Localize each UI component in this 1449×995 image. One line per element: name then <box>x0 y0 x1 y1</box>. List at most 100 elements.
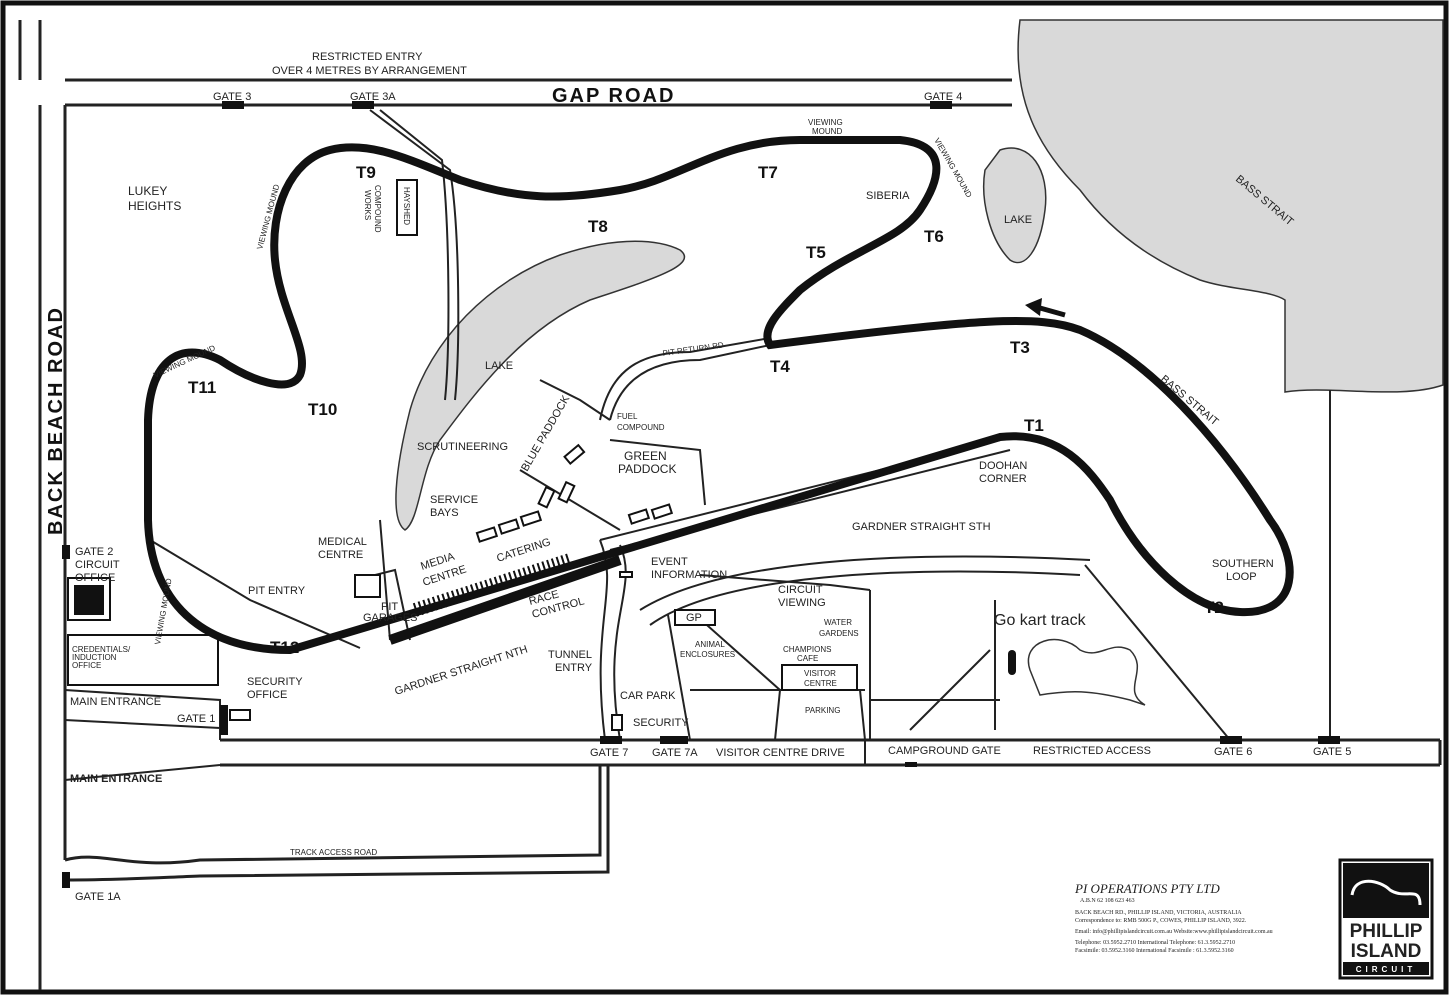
label-t5: T5 <box>806 243 826 262</box>
bass-strait-water <box>1017 19 1444 393</box>
label-credentials: CREDENTIALS/ <box>72 645 131 654</box>
label-gate4: GATE 4 <box>924 91 962 103</box>
label-animal-enclosures-2: ENCLOSURES <box>680 650 735 659</box>
label-gate7: GATE 7 <box>590 747 628 759</box>
label-medical-centre-2: CENTRE <box>318 549 363 561</box>
label-service-bays: SERVICE <box>430 494 478 506</box>
label-security-office: SECURITY <box>247 676 303 688</box>
pit-garages-hatch <box>412 553 573 617</box>
lake-main <box>395 240 686 531</box>
company-address: BACK BEACH RD., PHILLIP ISLAND, VICTORIA… <box>1075 910 1242 916</box>
label-credentials-3: OFFICE <box>72 661 101 670</box>
label-event-information: EVENT <box>651 556 688 568</box>
label-viewing-mound-top-2: MOUND <box>812 127 842 136</box>
label-siberia: SIBERIA <box>866 190 910 202</box>
direction-arrow-icon <box>1039 305 1066 318</box>
label-champions-cafe-2: CAFE <box>797 654 818 663</box>
label-southern-loop: SOUTHERN <box>1212 558 1274 570</box>
label-champions-cafe: CHAMPIONS <box>783 645 831 654</box>
label-t6: T6 <box>924 227 944 246</box>
label-gate7a: GATE 7A <box>652 747 698 759</box>
label-security-office-2: OFFICE <box>247 689 287 701</box>
label-t2: T2 <box>1204 598 1224 617</box>
buildings <box>67 179 858 731</box>
label-back-beach-road: BACK BEACH ROAD <box>45 306 67 535</box>
label-circuit-viewing: CIRCUIT <box>778 584 823 596</box>
label-lake-east: LAKE <box>1004 214 1032 226</box>
label-fuel-compound: FUEL <box>617 412 638 421</box>
company-name: PI OPERATIONS PTY LTD <box>1074 881 1220 896</box>
label-t10: T10 <box>308 400 337 419</box>
label-t11: T11 <box>188 378 216 397</box>
label-main-entrance-2: MAIN ENTRANCE <box>70 773 162 785</box>
label-doohan-corner: DOOHAN <box>979 460 1027 472</box>
company-correspondence: Correspondence to: RMB 500G P., COWES, P… <box>1075 918 1247 924</box>
label-water-gardens-2: GARDENS <box>819 629 859 638</box>
label-green-paddock: GREEN <box>624 449 667 463</box>
label-parking: PARKING <box>805 706 840 715</box>
arrow-head-icon <box>1025 298 1042 316</box>
label-gate6: GATE 6 <box>1214 746 1252 758</box>
label-fuel-compound-2: COMPOUND <box>617 423 665 432</box>
main-straight <box>388 555 622 645</box>
label-credentials-2: INDUCTION <box>72 653 117 662</box>
label-restricted-access: RESTRICTED ACCESS <box>1033 745 1151 757</box>
label-visitor-centre: VISITOR <box>804 669 836 678</box>
label-circuit-office: CIRCUIT <box>75 559 120 571</box>
label-restricted-entry-2: OVER 4 METRES BY ARRANGEMENT <box>272 65 467 77</box>
label-water-gardens: WATER <box>824 618 852 627</box>
label-animal-enclosures: ANIMAL <box>695 640 725 649</box>
logo-line1: PHILLIP <box>1350 921 1423 942</box>
label-event-information-2: INFORMATION <box>651 569 727 581</box>
label-scrutineering: SCRUTINEERING <box>417 441 508 453</box>
label-pit-entry: PIT ENTRY <box>248 585 306 597</box>
gate-markers <box>62 101 1340 888</box>
label-gate3: GATE 3 <box>213 91 251 103</box>
label-t3: T3 <box>1010 338 1030 357</box>
label-service-bays-2: BAYS <box>430 507 459 519</box>
company-telephone: Telephone: 03.5952.2710 International Te… <box>1075 940 1235 946</box>
label-restricted-entry: RESTRICTED ENTRY <box>312 51 423 63</box>
label-security: SECURITY <box>633 717 689 729</box>
label-track-access-road: TRACK ACCESS ROAD <box>290 848 377 857</box>
label-gate5: GATE 5 <box>1313 746 1351 758</box>
race-track <box>144 136 1294 655</box>
label-car-park: CAR PARK <box>620 690 676 702</box>
label-tunnel-entry-2: ENTRY <box>555 662 593 674</box>
go-kart-track <box>1027 638 1146 706</box>
label-southern-loop-2: LOOP <box>1226 571 1257 583</box>
label-gap-road: GAP ROAD <box>552 85 675 107</box>
label-medical-centre: MEDICAL <box>318 536 367 548</box>
label-campground-gate: CAMPGROUND GATE <box>888 745 1001 757</box>
label-doohan-corner-2: CORNER <box>979 473 1027 485</box>
label-t7: T7 <box>758 163 778 182</box>
lake-east <box>983 147 1047 264</box>
label-pit-garages-2: GARAGES <box>363 612 417 624</box>
label-hayshed: HAYSHED <box>402 187 411 225</box>
label-go-kart-track: Go kart track <box>994 612 1087 629</box>
logo-line3: CIRCUIT <box>1356 965 1416 974</box>
label-gate1a: GATE 1A <box>75 891 121 903</box>
label-pit-garages: PIT <box>381 601 398 613</box>
label-visitor-centre-drive: VISITOR CENTRE DRIVE <box>716 747 845 759</box>
label-gate3a: GATE 3A <box>350 91 396 103</box>
label-tunnel-entry: TUNNEL <box>548 649 592 661</box>
label-t1: T1 <box>1024 416 1044 435</box>
label-viewing-mound-top: VIEWING <box>808 118 843 127</box>
label-circuit-office-2: OFFICE <box>75 572 115 584</box>
label-gate1: GATE 1 <box>177 713 215 725</box>
company-abn: A.B.N 62 108 623 463 <box>1080 898 1135 904</box>
label-gate2: GATE 2 <box>75 546 113 558</box>
label-lukey-heights: LUKEY <box>128 184 167 198</box>
label-circuit-viewing-2: VIEWING <box>778 597 826 609</box>
label-gp: GP <box>686 612 702 624</box>
label-main-entrance-1: MAIN ENTRANCE <box>70 696 161 708</box>
label-visitor-centre-2: CENTRE <box>804 679 837 688</box>
label-gardner-straight-sth: GARDNER STRAIGHT STH <box>852 521 991 533</box>
company-facsimile: Facsimile: 03.5952.3160 International Fa… <box>1075 948 1234 954</box>
logo-line2: ISLAND <box>1351 941 1422 962</box>
phillip-island-logo: PHILLIP ISLAND CIRCUIT <box>1338 858 1434 980</box>
company-email: Email: info@phillipislandcircuit.com.au … <box>1075 928 1273 935</box>
company-info: PI OPERATIONS PTY LTD A.B.N 62 108 623 4… <box>1074 881 1273 954</box>
